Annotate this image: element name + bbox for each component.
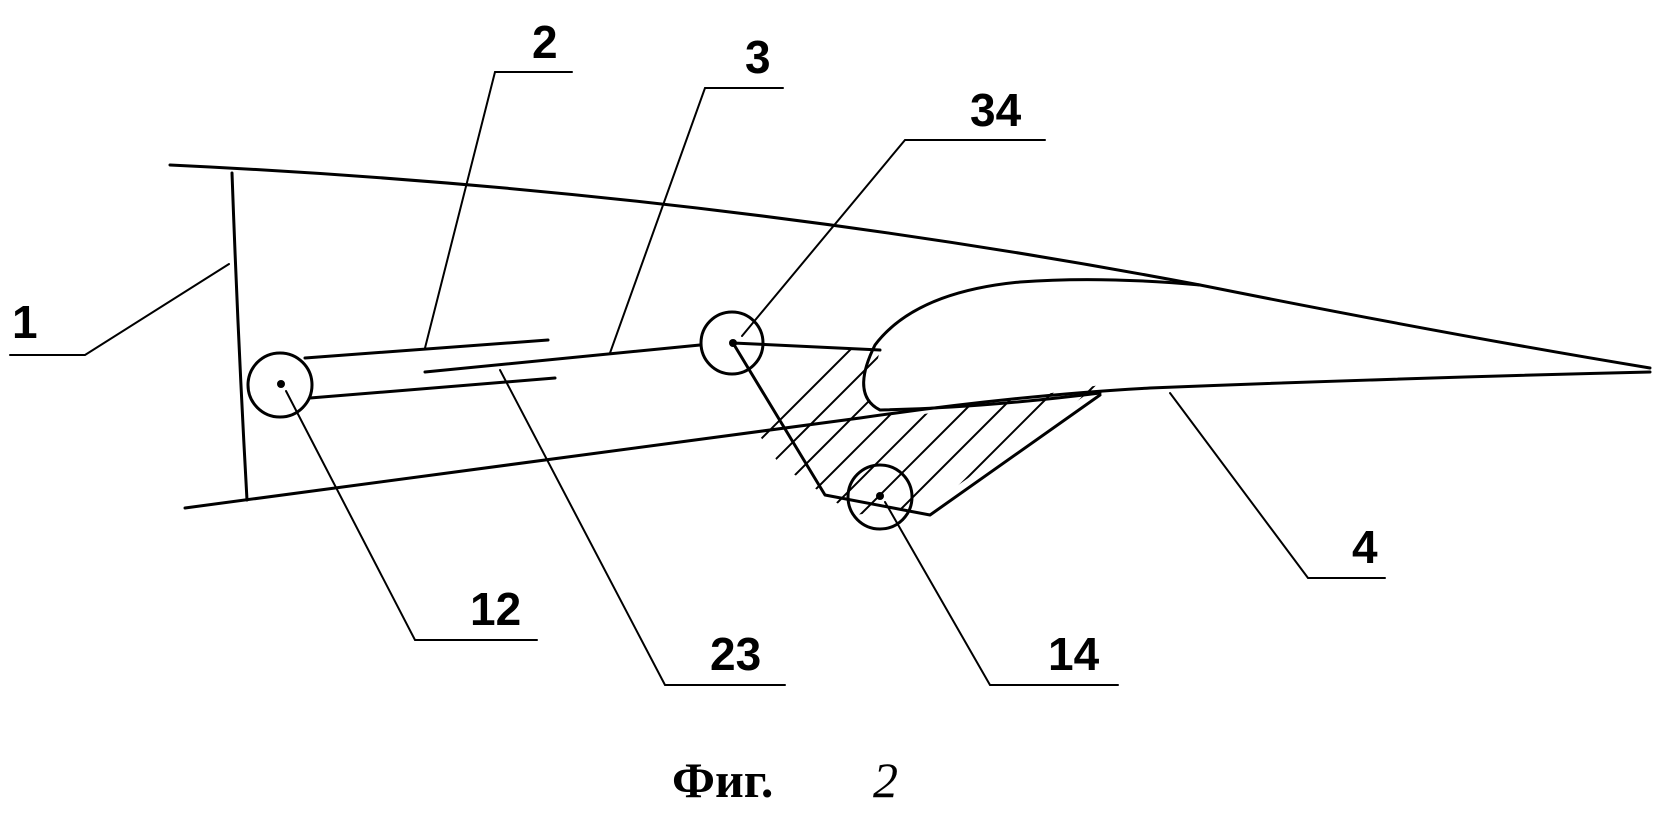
leader-lines xyxy=(9,71,1386,686)
wing-body xyxy=(168,163,1652,510)
label-3: 3 xyxy=(745,31,771,83)
wing-upper-contour xyxy=(168,163,1652,370)
rod-3 xyxy=(423,343,702,374)
label-12: 12 xyxy=(470,583,521,635)
label-23: 23 xyxy=(710,628,761,680)
slat-element xyxy=(862,278,1202,412)
figure-caption-prefix: Фиг. xyxy=(672,752,773,808)
label-34: 34 xyxy=(970,84,1022,136)
telescopic-rods xyxy=(303,338,702,400)
hinge-12 xyxy=(246,351,314,419)
label-14: 14 xyxy=(1048,628,1100,680)
hinge-34 xyxy=(699,310,765,376)
hatched-link-outline xyxy=(731,341,1102,517)
rod-2-upper xyxy=(303,338,550,360)
label-4: 4 xyxy=(1352,521,1378,573)
wing-lower-contour xyxy=(183,370,1652,510)
label-2: 2 xyxy=(532,16,558,68)
figure-caption-number: 2 xyxy=(873,752,898,808)
label-1: 1 xyxy=(12,296,38,348)
wing-root-line xyxy=(230,171,249,502)
hatched-link xyxy=(690,335,1100,515)
hinge-14 xyxy=(846,463,914,531)
rod-2-lower xyxy=(308,376,557,400)
